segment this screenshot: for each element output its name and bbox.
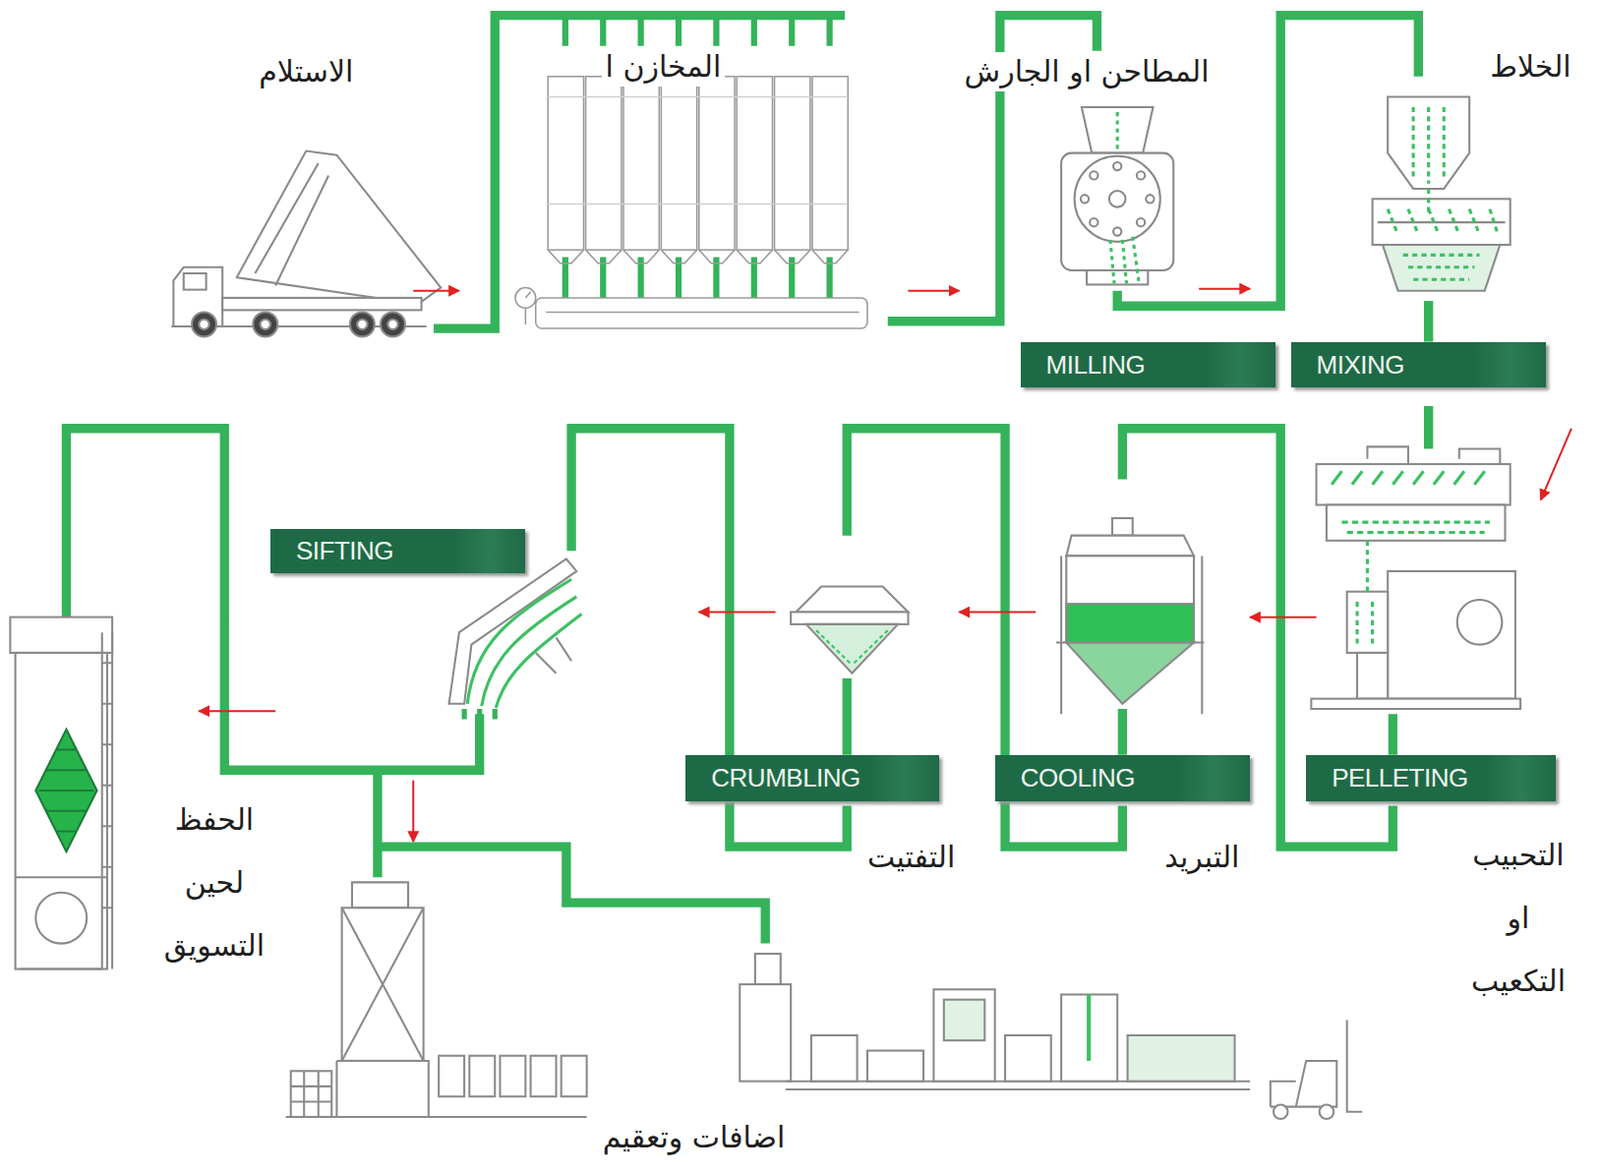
process-stage: المطاحن او الجارشMILLING bbox=[958, 97, 1199, 307]
process-stage: SIFTING bbox=[275, 540, 700, 781]
stage-label: اضافات وتعقيم bbox=[598, 1118, 790, 1158]
crumbler bbox=[790, 587, 908, 674]
process-stage: اضافات وتعقيم bbox=[286, 841, 1363, 1164]
pipe-network bbox=[65, 15, 1428, 945]
process-stage: المخازن ا bbox=[459, 41, 909, 343]
pellet-mill bbox=[1310, 446, 1521, 710]
stage-label: الحفظ لحين التسويق bbox=[160, 788, 269, 978]
stage-band: SIFTING bbox=[270, 529, 526, 575]
stage-label: المطاحن او الجارش bbox=[960, 52, 1214, 92]
process-stage: التفتيتCRUMBLING bbox=[775, 571, 960, 695]
stage-band: CRUMBLING bbox=[685, 755, 939, 802]
flow-arrow bbox=[1198, 288, 1250, 291]
flow-arrow bbox=[699, 611, 776, 614]
process-stage: الخلاطMIXING bbox=[1249, 86, 1577, 429]
stage-band: MIXING bbox=[1291, 342, 1546, 389]
stage-label: الخلاط bbox=[1485, 47, 1576, 87]
hammer-mill bbox=[1061, 107, 1174, 286]
flow-arrow bbox=[958, 611, 1036, 614]
pellet-flow bbox=[1331, 471, 1490, 648]
flow-arrow bbox=[412, 780, 415, 842]
bagging-station bbox=[286, 882, 588, 1118]
process-stage: التحبيب او التكعيبPELLETING bbox=[1316, 499, 1578, 714]
process-stage: الاستلام bbox=[163, 153, 414, 338]
mill-flow bbox=[1110, 112, 1139, 284]
flow-arrow bbox=[1540, 428, 1572, 501]
stage-band: PELLETING bbox=[1305, 755, 1556, 802]
stage-label: المخازن ا bbox=[601, 47, 726, 87]
stage-label: التبريد bbox=[1160, 837, 1244, 878]
stage-label: التفتيت bbox=[863, 837, 959, 878]
silo-inlets bbox=[565, 15, 830, 298]
flow-arrow bbox=[413, 290, 460, 293]
storage-silos bbox=[515, 76, 868, 329]
sifter bbox=[449, 559, 583, 720]
stage-label: الاستلام bbox=[254, 52, 357, 92]
flow-arrow bbox=[198, 710, 276, 712]
process-stage: التبريدCOOLING bbox=[1035, 515, 1250, 714]
stage-band: COOLING bbox=[995, 755, 1250, 802]
stage-label: التحبيب او التكعيب bbox=[1467, 824, 1570, 1013]
storage-silo bbox=[9, 617, 113, 970]
packing-line bbox=[739, 953, 1363, 1120]
process-stage: الحفظ لحين التسويق bbox=[9, 612, 199, 981]
flow-arrow bbox=[907, 290, 959, 293]
mixer bbox=[1372, 97, 1511, 292]
stage-band: MILLING bbox=[1020, 342, 1276, 389]
tipper-truck bbox=[171, 151, 441, 338]
flow-arrow bbox=[1249, 616, 1316, 619]
cooler bbox=[1056, 518, 1204, 714]
mixer-flow bbox=[1387, 107, 1498, 280]
